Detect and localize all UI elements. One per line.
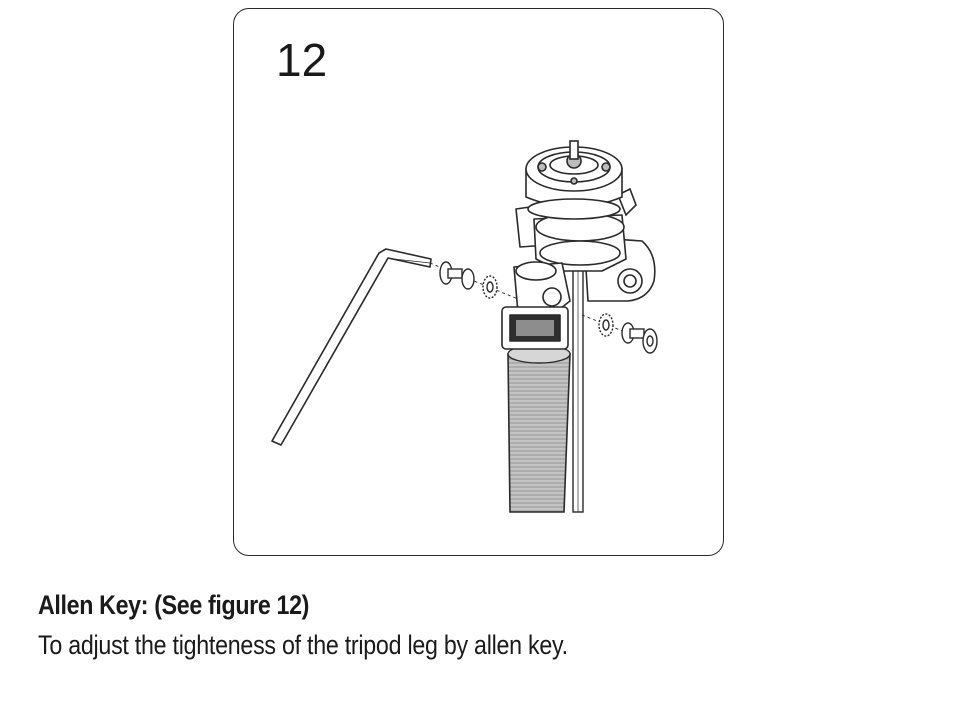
tripod-illustration	[271, 140, 659, 513]
tripod-leg-tube	[507, 344, 571, 513]
center-column	[572, 263, 584, 513]
figure-panel: 12	[233, 8, 724, 556]
right-fastener-set	[581, 313, 659, 354]
mounting-plate	[525, 140, 637, 220]
caption-text: To adjust the tighteness of the tripod l…	[38, 630, 568, 660]
left-fastener-set	[429, 261, 519, 300]
caption-heading: Allen Key: (See figure 12)	[38, 590, 310, 620]
leg-lock-clamp	[501, 306, 569, 350]
figure-number: 12	[276, 34, 328, 86]
tripod-head-hub	[513, 204, 656, 316]
allen-key	[271, 248, 432, 446]
